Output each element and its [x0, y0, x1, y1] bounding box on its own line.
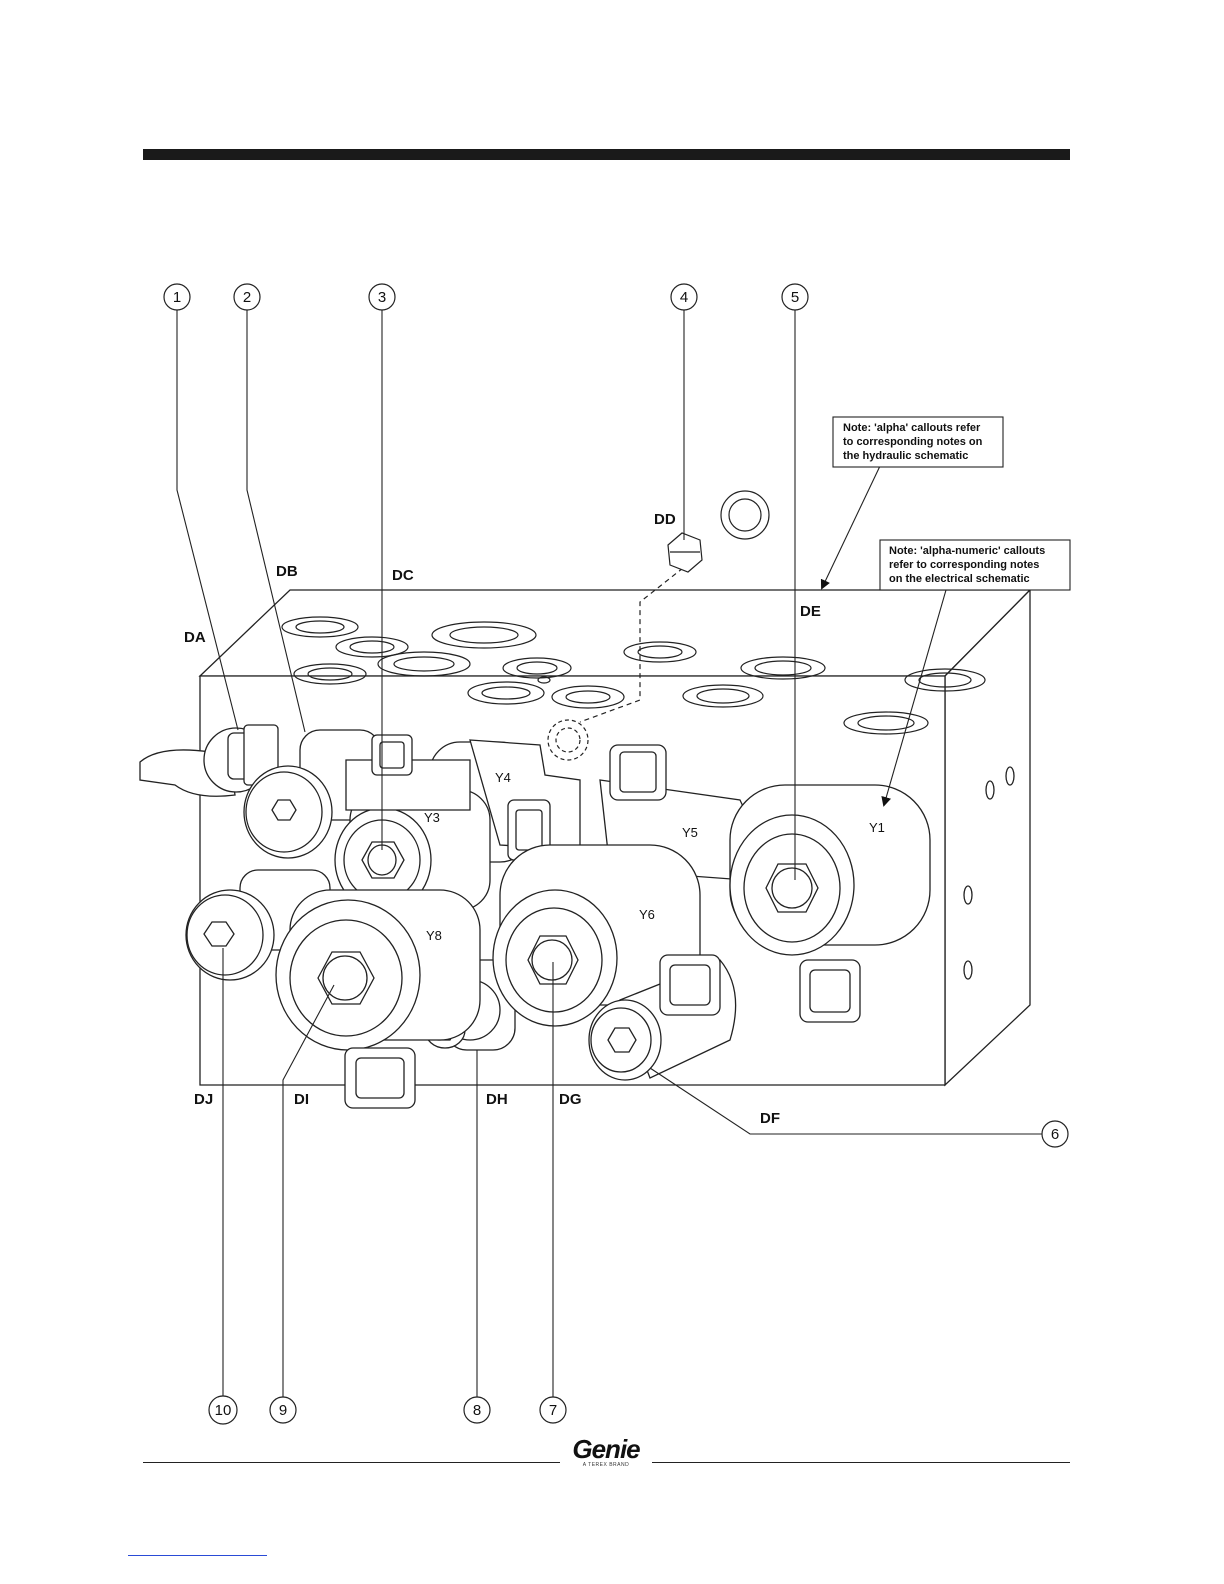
note-alphanumeric-line-1: Note: 'alpha-numeric' callouts: [889, 545, 1045, 557]
callout-3: 3: [369, 284, 395, 310]
callout-7: 7: [540, 1397, 566, 1423]
note-alphanumeric-line-3: on the electrical schematic: [889, 573, 1030, 585]
label-da: DA: [184, 629, 206, 646]
callout-1-text: 1: [173, 289, 181, 306]
callout-9-text: 9: [279, 1402, 287, 1419]
label-dj: DJ: [194, 1091, 213, 1108]
label-y4: Y4: [495, 770, 511, 785]
callout-2-text: 2: [243, 289, 251, 306]
note-alpha-line-2: to corresponding notes on: [843, 436, 983, 448]
logo-wordmark: Genie: [560, 1436, 652, 1462]
callout-4-text: 4: [680, 289, 688, 306]
label-df: DF: [760, 1110, 780, 1127]
callout-4: 4: [671, 284, 697, 310]
callout-10-text: 10: [215, 1402, 232, 1419]
label-db: DB: [276, 563, 298, 580]
callout-6: 6: [1042, 1121, 1068, 1147]
bottom-link-underline: [128, 1555, 267, 1556]
label-dd: DD: [654, 511, 676, 528]
note-alpha-line-3: the hydraulic schematic: [843, 450, 968, 462]
note-alpha-line-1: Note: 'alpha' callouts refer: [843, 422, 981, 434]
footer-rule-left: [143, 1462, 560, 1463]
callout-5-text: 5: [791, 289, 799, 306]
genie-logo: Genie A TEREX BRAND: [560, 1436, 652, 1468]
callout-8: 8: [464, 1397, 490, 1423]
note-alphanumeric-line-2: refer to corresponding notes: [889, 559, 1039, 571]
label-dc: DC: [392, 567, 414, 584]
callout-5: 5: [782, 284, 808, 310]
label-y1: Y1: [869, 820, 885, 835]
footer-rule-right: [652, 1462, 1070, 1463]
label-y8: Y8: [426, 928, 442, 943]
callout-3-text: 3: [378, 289, 386, 306]
callout-6-text: 6: [1051, 1126, 1059, 1143]
label-y6: Y6: [639, 907, 655, 922]
label-de: DE: [800, 603, 821, 620]
label-di: DI: [294, 1091, 309, 1108]
callout-10: 10: [209, 1396, 237, 1424]
label-y3: Y3: [424, 810, 440, 825]
callout-8-text: 8: [473, 1402, 481, 1419]
label-dh: DH: [486, 1091, 508, 1108]
note-alphanumeric: Note: 'alpha-numeric' callouts refer to …: [880, 540, 1070, 590]
callout-2: 2: [234, 284, 260, 310]
label-dg: DG: [559, 1091, 582, 1108]
callout-1: 1: [164, 284, 190, 310]
label-y5: Y5: [682, 825, 698, 840]
y3-coil: [335, 735, 490, 912]
callout-7-text: 7: [549, 1402, 557, 1419]
callout-9: 9: [270, 1397, 296, 1423]
note-alpha: Note: 'alpha' callouts refer to correspo…: [833, 417, 1003, 467]
